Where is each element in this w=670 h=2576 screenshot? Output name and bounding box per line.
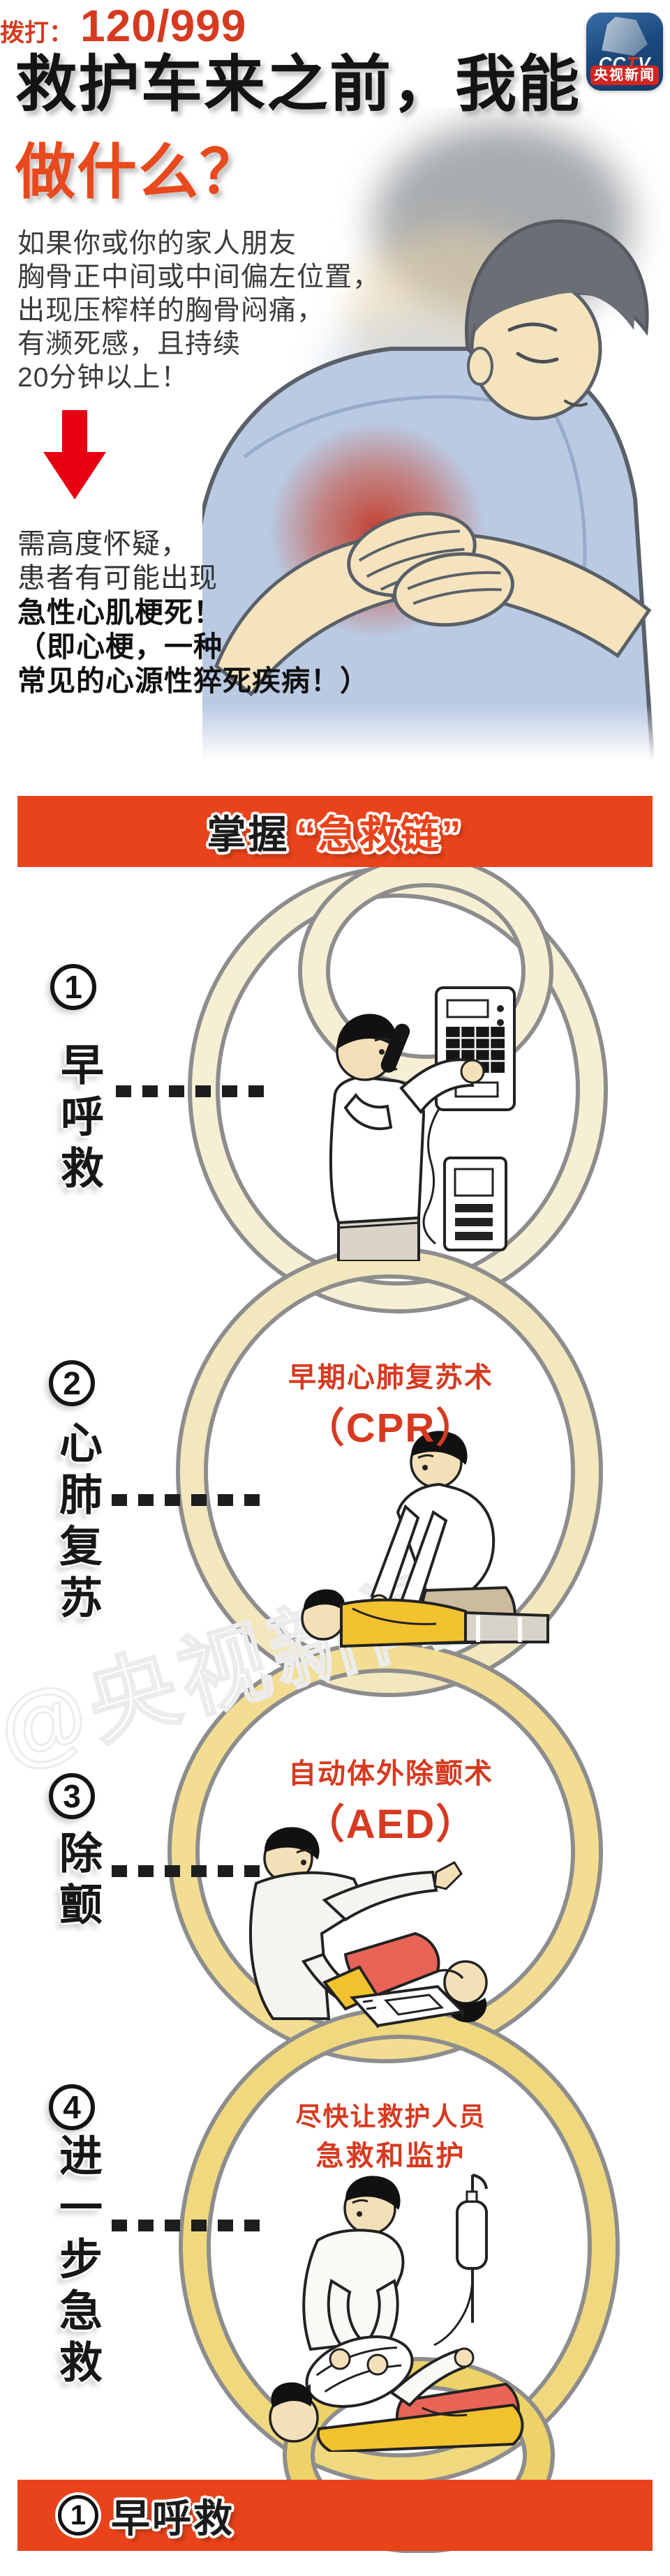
- step4-ring-header: 尽快让救护人员 急救和监护: [230, 2095, 551, 2174]
- step4-label: 进一步急救: [52, 2133, 100, 2391]
- advanced-care-line2: 急救和监护: [315, 2141, 466, 2171]
- page-title-line2: 做什么？: [15, 139, 261, 206]
- diagnosis-warning-text: 需高度怀疑， 患者有可能出现 急性心肌梗死！ （即心梗，一种 常见的心源性猝死疾…: [17, 527, 369, 698]
- chain-link-2: [176, 1246, 603, 1697]
- intro-line: 有濒死感，且持续: [17, 329, 241, 359]
- bag-valve-mask-illustration: [269, 2174, 524, 2452]
- step1-number: 1: [50, 964, 96, 1010]
- cpr-compression-illustration: [301, 1431, 549, 1648]
- down-arrow-icon: [43, 410, 106, 499]
- step1-call-header: 拨打： 120/999: [0, 0, 670, 52]
- aed-defibrillation-illustration: [249, 1827, 488, 2028]
- intro-line: 出现压榨样的胸骨闷痛，: [17, 296, 325, 326]
- suspect-line-bold: （即心梗，一种: [17, 631, 223, 663]
- step1-label: 早呼救: [54, 1042, 102, 1197]
- step2-label: 心肺复苏: [52, 1420, 100, 1627]
- aed-title-en: （AED）: [304, 1802, 478, 1847]
- call-prefix: 拨打：: [0, 20, 74, 47]
- cctv-building-icon: [602, 17, 648, 56]
- banner-text-quoted: “急救链”: [296, 812, 463, 857]
- cctv-news-logo: CCTV 央视新闻: [586, 13, 663, 91]
- cpr-title-en: （CPR）: [304, 1406, 478, 1451]
- step3-ring-header: 自动体外除颤术 （AED）: [230, 1751, 551, 1850]
- chain-banner: 掌握 “急救链”: [17, 796, 653, 867]
- step2-number: 2: [49, 1360, 95, 1406]
- chain-link-3: [168, 1641, 603, 2063]
- page-title-line1: 救护车来之前，我能: [15, 50, 581, 119]
- bottom-banner-label: 早呼救: [111, 2496, 234, 2540]
- suspect-line: 患者有可能出现: [17, 563, 218, 594]
- banner-text-prefix: 掌握: [207, 812, 290, 857]
- cctv-news-name: 央视新闻: [590, 66, 659, 85]
- intro-line: 胸骨正中间或中间偏左位置，: [17, 262, 381, 292]
- step3-label: 除颤: [52, 1830, 100, 1934]
- cpr-title-cn: 早期心肺复苏术: [288, 1362, 493, 1393]
- step4-number: 4: [49, 2084, 95, 2130]
- intro-line: 如果你或你的家人朋友: [17, 229, 297, 259]
- step2-leader-dots: [112, 1494, 260, 1506]
- intro-line: 20分钟以上！: [17, 363, 189, 393]
- aed-title-cn: 自动体外除颤术: [288, 1758, 493, 1789]
- bottom-banner-number: 1: [58, 2495, 98, 2536]
- step1-leader-dots: [116, 1085, 264, 1097]
- bottom-section-banner: 1 早呼救: [17, 2480, 653, 2551]
- suspect-line: 需高度怀疑，: [17, 529, 189, 559]
- symptom-description: 如果你或你的家人朋友 胸骨正中间或中间偏左位置， 出现压榨样的胸骨闷痛， 有濒死…: [17, 227, 380, 395]
- step2-ring-header: 早期心肺复苏术 （CPR）: [230, 1355, 551, 1454]
- step4-leader-dots: [112, 2220, 260, 2231]
- advanced-care-line1: 尽快让救护人员: [295, 2102, 486, 2131]
- emergency-numbers: 120/999: [80, 1, 247, 51]
- chest-pain-man-illustration: [202, 122, 670, 760]
- step3-number: 3: [49, 1773, 95, 1819]
- step3-leader-dots: [112, 1865, 260, 1877]
- payphone-call-illustration: [329, 986, 516, 1261]
- suspect-line-bold: 常见的心源性猝死疾病！）: [17, 665, 369, 697]
- suspect-line-bold: 急性心肌梗死！: [17, 596, 223, 628]
